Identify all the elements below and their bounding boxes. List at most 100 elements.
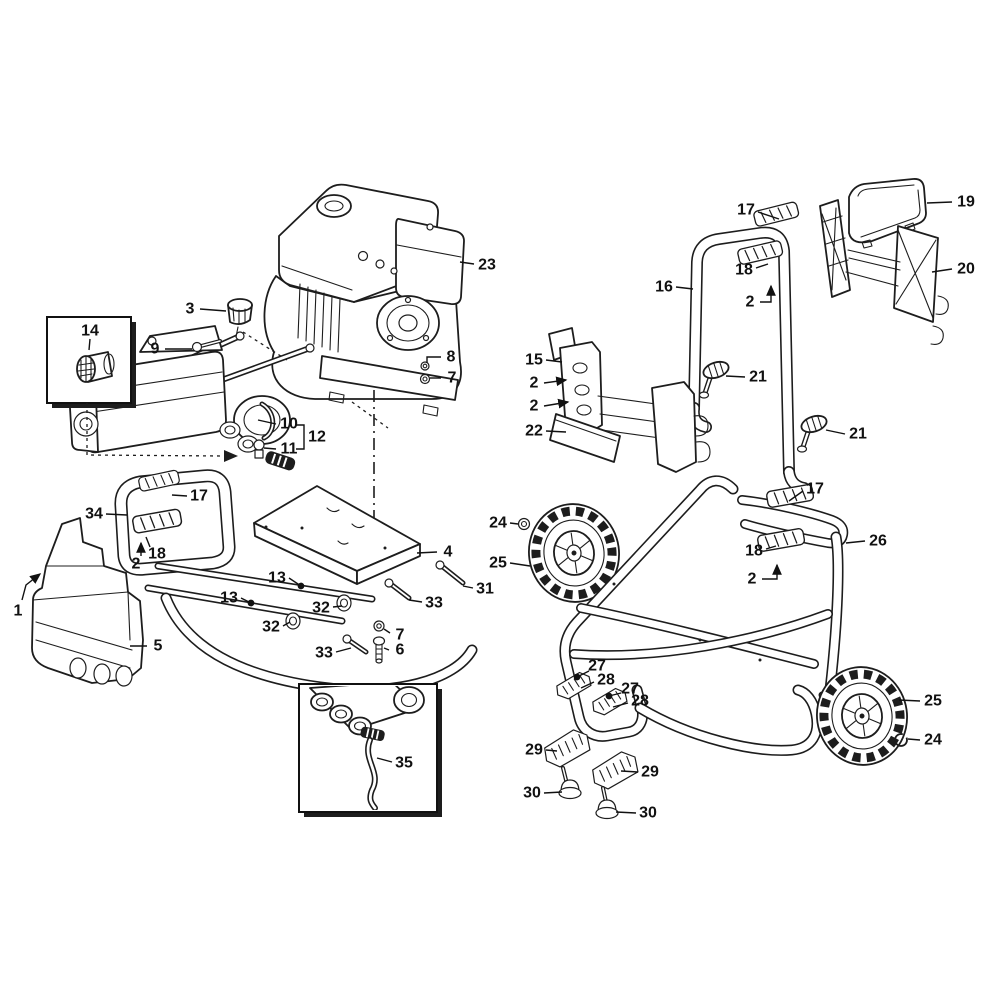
callout-9: 9 xyxy=(151,341,160,358)
inset-14-connector xyxy=(86,403,225,457)
callout-6: 6 xyxy=(396,642,405,659)
tube-inner xyxy=(570,610,832,659)
bracket-15-assembly xyxy=(548,327,711,473)
callout-leader-18 xyxy=(765,545,777,550)
callout-leader-22 xyxy=(545,430,567,433)
callout-leader-2 xyxy=(760,284,776,303)
callout-24: 24 xyxy=(924,732,942,749)
callout-30: 30 xyxy=(639,805,657,822)
callout-leader-27 xyxy=(573,670,590,681)
callout-leader-24 xyxy=(907,738,921,741)
callout-leader-25 xyxy=(509,562,531,567)
callout-35: 35 xyxy=(395,755,413,772)
callout-leader-21 xyxy=(725,375,746,378)
callout-27: 27 xyxy=(621,681,639,698)
callout-17: 17 xyxy=(190,488,208,505)
callout-5: 5 xyxy=(154,638,163,655)
part-9-bolt xyxy=(191,339,222,353)
tube-inner xyxy=(577,604,818,668)
left-panel-illustration xyxy=(31,517,144,687)
knob-21-upper xyxy=(700,359,731,398)
callout-leader-20 xyxy=(931,268,953,273)
callout-27: 27 xyxy=(588,658,606,675)
cap-30-b xyxy=(595,799,619,820)
outlet-fitting xyxy=(265,451,296,471)
plate-hardware xyxy=(285,560,466,664)
callout-25: 25 xyxy=(924,693,942,710)
nut-7 xyxy=(419,373,431,385)
tube-inner xyxy=(561,476,737,741)
callout-10: 10 xyxy=(280,416,298,433)
callout-leader-28 xyxy=(612,702,629,708)
callout-25: 25 xyxy=(489,555,507,572)
callout-leader-35 xyxy=(376,757,393,763)
cart-frame-26 xyxy=(559,475,872,756)
callout-2: 2 xyxy=(748,571,757,588)
cap-30-a xyxy=(558,779,582,800)
callout-leader-14 xyxy=(88,338,91,351)
bolt-33b-inner xyxy=(349,640,367,653)
ring-24-right xyxy=(894,733,908,747)
callout-leader-17 xyxy=(788,490,804,502)
fitting-11 xyxy=(253,439,265,451)
callout-3: 3 xyxy=(186,301,195,318)
callout-21: 21 xyxy=(849,426,867,443)
callout-21: 21 xyxy=(749,369,767,386)
callout-leader-13 xyxy=(288,577,305,590)
engine-fasteners xyxy=(419,361,431,385)
callout-28: 28 xyxy=(631,693,649,710)
foot-29-a xyxy=(542,728,592,769)
grip-pad-17-top xyxy=(752,200,801,228)
callout-leader-30 xyxy=(543,791,563,794)
callout-34: 34 xyxy=(85,506,103,523)
tube-inner xyxy=(200,340,221,347)
callout-13: 13 xyxy=(268,570,286,587)
bracket-19 xyxy=(848,178,927,249)
callout-leader-28 xyxy=(580,681,595,689)
callout-30: 30 xyxy=(523,785,541,802)
callout-leader-34 xyxy=(105,513,128,516)
callout-32: 32 xyxy=(312,600,330,617)
callout-33: 33 xyxy=(425,595,443,612)
bolt-33a-inner xyxy=(391,584,410,599)
callout-leader-23 xyxy=(459,261,475,265)
callout-leader-30 xyxy=(615,811,637,814)
callout-leader-18 xyxy=(145,536,151,548)
base-plate-illustration xyxy=(253,485,421,585)
callout-leader-19 xyxy=(926,201,953,204)
bolt-31-inner xyxy=(442,566,464,584)
callout-18: 18 xyxy=(745,543,763,560)
callout-leader-27 xyxy=(605,692,622,700)
engine-base xyxy=(319,355,459,401)
callout-33: 33 xyxy=(315,645,333,662)
callout-leader-1 xyxy=(21,573,42,601)
pump-detail-35 xyxy=(309,686,425,810)
callout-2: 2 xyxy=(530,398,539,415)
hose-35-inner xyxy=(366,738,377,810)
callout-leader-33 xyxy=(408,599,423,603)
engine-illustration xyxy=(263,183,465,417)
hose-10-inner xyxy=(261,403,274,439)
callout-leader-17 xyxy=(171,494,188,497)
air-cleaner xyxy=(395,218,465,306)
callout-2: 2 xyxy=(132,556,141,573)
callout-leader-8 xyxy=(426,356,441,363)
callout-leader-17 xyxy=(757,211,780,220)
callout-leader-21 xyxy=(825,429,846,435)
callout-12: 12 xyxy=(308,429,326,446)
callout-8: 8 xyxy=(447,349,456,366)
callout-7: 7 xyxy=(396,627,405,644)
callout-leader-10 xyxy=(257,419,277,425)
inset-box-35 xyxy=(298,683,442,817)
inset-box-14 xyxy=(46,316,238,462)
tube-inner xyxy=(689,228,794,477)
callout-leader-3 xyxy=(199,308,227,312)
callout-leader-4 xyxy=(416,551,438,554)
knob-21-lower xyxy=(798,413,829,452)
callout-29: 29 xyxy=(525,742,543,759)
callout-leader-11 xyxy=(263,447,277,450)
frame-loop-34-inner xyxy=(116,470,234,575)
filter-part-14 xyxy=(76,351,115,383)
